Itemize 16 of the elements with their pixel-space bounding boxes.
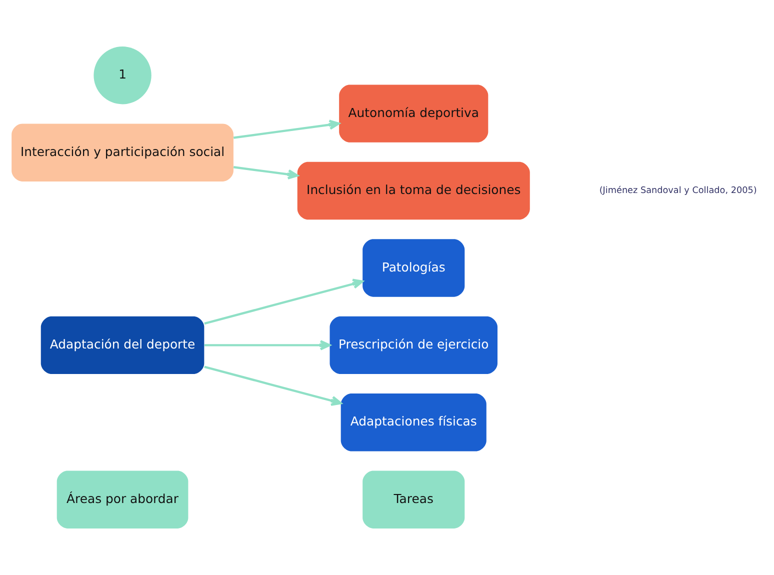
node-box: Prescripción de ejercicio [330, 316, 498, 374]
node-box: Autonomía deportiva [339, 84, 488, 142]
arrow [233, 166, 298, 180]
arrow [204, 278, 364, 325]
node-box: Áreas por abordar [56, 470, 188, 528]
node-box: Interacción y participación social [12, 124, 234, 182]
arrow [204, 366, 342, 406]
node-circle: 1 [94, 46, 152, 104]
node-box: Patologías [362, 239, 465, 297]
arrow [204, 340, 331, 350]
node-box: Adaptación del deporte [40, 316, 204, 374]
node-box: Inclusión en la toma de decisiones [297, 162, 530, 220]
node-box: Adaptaciones físicas [340, 394, 486, 452]
label: (Jiménez Sandoval y Collado, 2005) [599, 186, 757, 196]
node-box: Tareas [362, 470, 465, 528]
arrow [233, 120, 340, 139]
